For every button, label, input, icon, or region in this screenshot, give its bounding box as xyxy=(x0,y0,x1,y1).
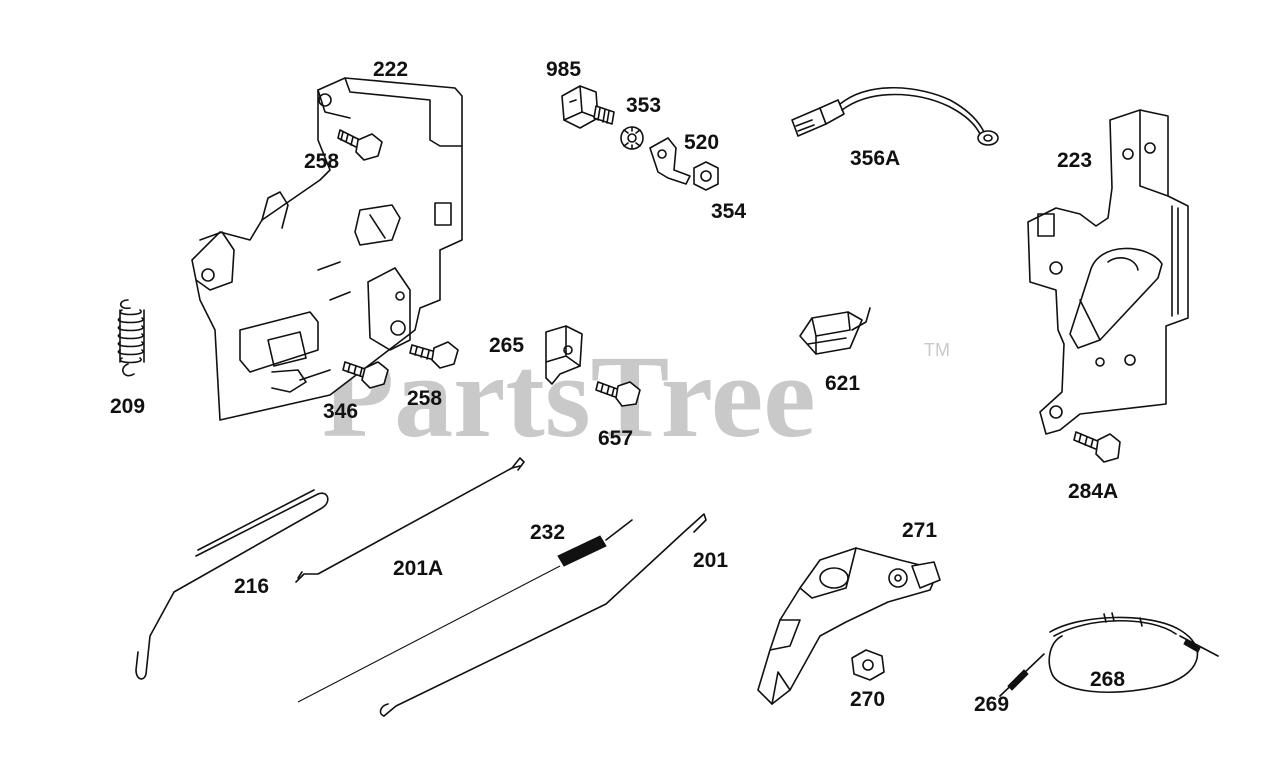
label-520: 520 xyxy=(684,131,719,154)
label-216: 216 xyxy=(234,575,269,598)
label-270: 270 xyxy=(850,688,885,711)
part-621-clip[interactable] xyxy=(799,307,871,355)
part-216-rod[interactable] xyxy=(135,489,329,680)
label-271: 271 xyxy=(902,519,937,542)
part-258-bolt-lower[interactable] xyxy=(409,341,459,369)
part-209-spring[interactable] xyxy=(117,299,145,377)
label-201A: 201A xyxy=(393,557,443,580)
label-269: 269 xyxy=(974,693,1009,716)
part-265-bracket[interactable] xyxy=(545,325,583,385)
part-201-rod[interactable] xyxy=(379,513,707,717)
label-353: 353 xyxy=(626,94,661,117)
part-346-bolt[interactable] xyxy=(342,361,389,389)
part-520-terminal[interactable] xyxy=(649,137,691,185)
part-284A-bolt[interactable] xyxy=(1073,431,1121,463)
label-985: 985 xyxy=(546,58,581,81)
part-356A-ground-wire[interactable] xyxy=(791,86,999,146)
label-268: 268 xyxy=(1090,668,1125,691)
part-201A-rod[interactable] xyxy=(295,457,525,583)
label-265: 265 xyxy=(489,334,524,357)
label-258-lower: 258 xyxy=(407,387,442,410)
label-354: 354 xyxy=(711,200,746,223)
part-269-ferrule[interactable] xyxy=(999,653,1045,697)
part-657-screw[interactable] xyxy=(595,381,641,407)
label-201: 201 xyxy=(693,549,728,572)
label-258-upper: 258 xyxy=(304,150,339,173)
label-222: 222 xyxy=(373,58,408,81)
label-621: 621 xyxy=(825,372,860,395)
part-353-lock-washer[interactable] xyxy=(620,126,644,150)
part-232-spring-rod[interactable] xyxy=(297,519,633,703)
watermark-trademark: TM xyxy=(924,340,950,360)
label-232: 232 xyxy=(530,521,565,544)
label-346: 346 xyxy=(323,400,358,423)
label-356A: 356A xyxy=(850,147,900,170)
part-223-bracket[interactable] xyxy=(1027,109,1189,435)
part-271-lever[interactable] xyxy=(757,547,941,705)
part-270-nut[interactable] xyxy=(851,649,885,681)
label-657: 657 xyxy=(598,427,633,450)
label-223: 223 xyxy=(1057,149,1092,172)
label-209: 209 xyxy=(110,395,145,418)
part-258-bolt-upper[interactable] xyxy=(337,129,383,161)
part-222-control-bracket[interactable] xyxy=(191,77,463,421)
part-354-nut[interactable] xyxy=(693,161,719,191)
part-268-cable[interactable] xyxy=(1048,612,1219,694)
part-985-switch[interactable] xyxy=(561,85,615,129)
label-284A: 284A xyxy=(1068,480,1118,503)
